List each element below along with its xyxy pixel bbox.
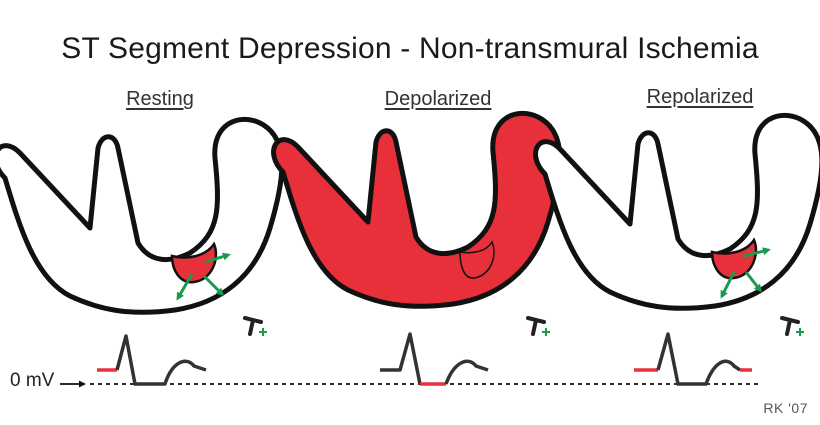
current-arrow <box>202 274 225 297</box>
heart-depolarized <box>274 113 560 306</box>
electrode-plus-icon <box>526 316 550 336</box>
author-credit: RK '07 <box>763 400 808 416</box>
current-arrow <box>176 273 194 301</box>
current-arrow <box>744 271 762 293</box>
electrode-plus-icon <box>243 316 267 336</box>
heart-resting <box>0 119 282 312</box>
panel-label-resting: Resting <box>126 88 194 110</box>
ecg-trace-resting <box>97 334 207 386</box>
electrode-plus-icon <box>780 316 804 336</box>
ecg-trace-repolarized <box>634 332 752 386</box>
panel-label-depolarized: Depolarized <box>384 88 492 110</box>
zero-mv-label: 0 mV <box>10 370 55 391</box>
panel-label-repolarized: Repolarized <box>646 86 754 108</box>
heart-repolarized <box>536 115 820 308</box>
ischemic-region-repolarized <box>710 237 758 280</box>
diagram-title: ST Segment Depression - Non-transmural I… <box>61 32 759 65</box>
ischemic-region-depolarized <box>459 240 495 279</box>
current-arrow <box>205 252 231 264</box>
ecg-trace-depolarized <box>380 332 489 386</box>
ischemic-region-resting <box>170 241 218 284</box>
current-arrow <box>743 247 771 258</box>
current-arrow <box>720 271 736 299</box>
